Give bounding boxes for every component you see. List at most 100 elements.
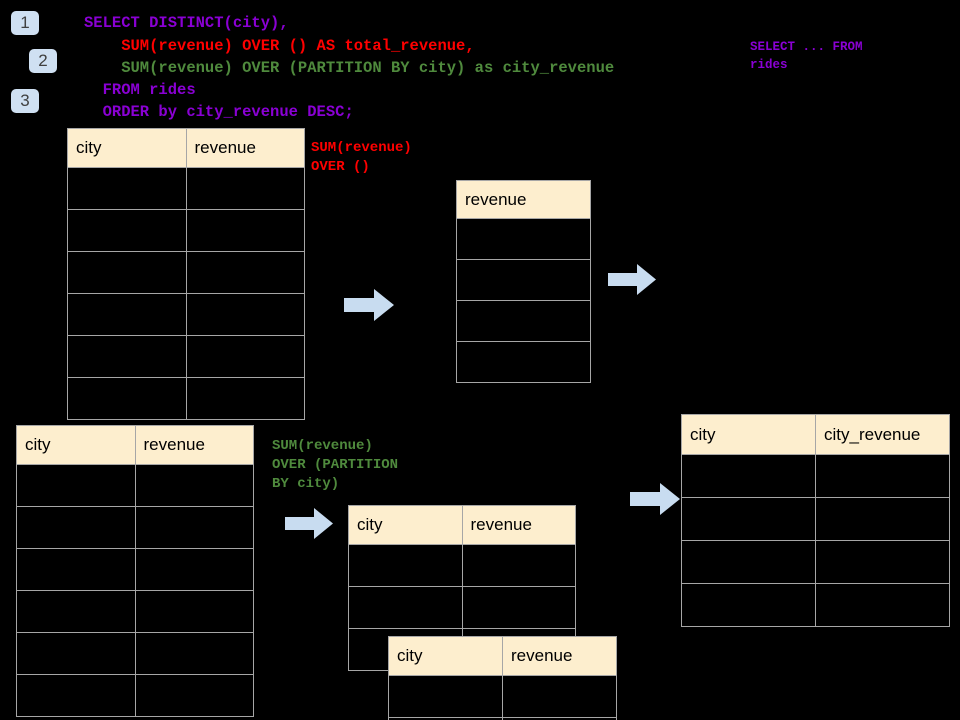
table-source-top: city revenue [67,128,305,420]
cell-city [16,674,136,717]
cell-revenue [456,259,591,301]
table-row [456,300,591,342]
cell-revenue [461,586,576,629]
table-row [16,674,254,717]
cell-city [16,548,136,591]
table-partition-front: city revenue [388,636,617,720]
cell-city [681,497,816,541]
column-header-revenue: revenue [134,425,254,465]
cell-revenue [185,293,305,336]
step-badge-2: 2 [29,49,57,73]
table-row [456,218,591,260]
cell-revenue [134,632,254,675]
table-row [456,259,591,301]
column-header-city: city [348,505,463,545]
arrow-total-to-result-icon [608,264,656,295]
table-row [67,335,305,378]
cell-revenue [185,377,305,420]
cell-city [388,675,503,718]
cell-city [681,540,816,584]
table-row [681,454,950,498]
cell-revenue [185,251,305,294]
cell-city [348,586,463,629]
table-row [681,497,950,541]
cell-city [67,335,187,378]
cell-revenue [456,300,591,342]
cell-city [681,454,816,498]
table-row [16,548,254,591]
table-row [67,377,305,420]
table-city-revenue-result: city city_revenue [681,414,950,627]
cell-city-revenue [815,583,950,627]
table-total-revenue: revenue [456,180,591,383]
cell-city [16,464,136,507]
cell-city [67,167,187,210]
table-row [67,293,305,336]
cell-city [681,583,816,627]
cell-city [67,251,187,294]
column-header-revenue: revenue [185,128,305,168]
table-row [16,506,254,549]
cell-revenue [185,335,305,378]
cell-revenue [134,506,254,549]
arrow-source-to-total-icon [344,289,394,321]
table-row [681,540,950,584]
cell-revenue [134,590,254,633]
column-header-revenue: revenue [461,505,576,545]
table-header-row: city revenue [67,128,305,168]
cell-city [16,590,136,633]
table-row [16,590,254,633]
cell-revenue [502,675,617,718]
sql-line-sum-over-empty: SUM(revenue) OVER () AS total_revenue, [84,37,475,55]
cell-revenue [185,209,305,252]
table-source-bottom: city revenue [16,425,254,717]
column-header-city-revenue: city_revenue [815,414,950,455]
column-header-city: city [67,128,187,168]
arrow-partition-to-result-icon [630,483,680,515]
sql-line-order-by: ORDER by city_revenue DESC; [84,103,354,121]
table-row [681,583,950,627]
cell-revenue [134,674,254,717]
sql-line-sum-over-partition: SUM(revenue) OVER (PARTITION BY city) as… [84,59,615,77]
sql-line-select-distinct: SELECT DISTINCT(city), [84,14,289,32]
table-row [16,632,254,675]
annotation-select-from-rides: SELECT ... FROM rides [750,40,863,72]
table-row [456,341,591,383]
cell-city [67,377,187,420]
table-row [388,717,617,720]
cell-revenue [461,544,576,587]
annotation-sum-over-partition: SUM(revenue) OVER (PARTITION BY city) [272,438,399,492]
column-header-city: city [16,425,136,465]
cell-city [16,632,136,675]
table-row [67,209,305,252]
table-row [348,544,576,587]
cell-revenue [456,218,591,260]
annotation-sum-over-empty: SUM(revenue) OVER () [311,140,412,175]
column-header-revenue: revenue [502,636,617,676]
step-badge-1: 1 [11,11,39,35]
table-header-row: city revenue [388,636,617,676]
column-header-city: city [388,636,503,676]
table-row [16,464,254,507]
table-header-row: city revenue [348,505,576,545]
column-header-revenue: revenue [456,180,591,219]
cell-city-revenue [815,454,950,498]
cell-city [348,544,463,587]
column-header-city: city [681,414,816,455]
cell-revenue [456,341,591,383]
table-header-row: city city_revenue [681,414,950,455]
cell-city [16,506,136,549]
cell-city-revenue [815,497,950,541]
table-row [388,675,617,718]
cell-revenue [134,548,254,591]
table-header-row: city revenue [16,425,254,465]
cell-city [67,293,187,336]
table-row [67,167,305,210]
cell-revenue [134,464,254,507]
sql-line-from-rides: FROM rides [84,81,196,99]
arrow-source-to-partition-icon [285,508,333,539]
cell-revenue [185,167,305,210]
cell-city [67,209,187,252]
table-header-row: revenue [456,180,591,219]
